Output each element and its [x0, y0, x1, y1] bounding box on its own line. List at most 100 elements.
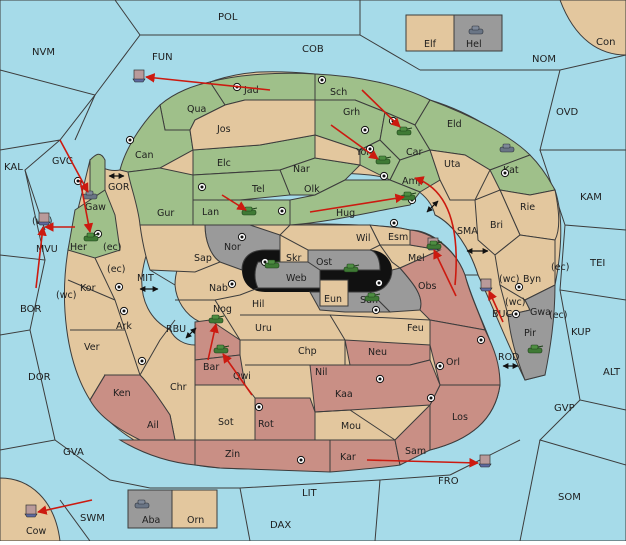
label-sam: Sam — [405, 446, 426, 457]
label-gvg: GVG — [52, 156, 73, 167]
coast-ec-her: (ec) — [103, 242, 121, 253]
label-wil: Wil — [356, 233, 370, 244]
label-hug: Hug — [336, 208, 355, 219]
region-orn[interactable] — [171, 489, 218, 529]
region-nog[interactable] — [194, 319, 241, 361]
region-gur[interactable] — [127, 167, 194, 226]
label-rot: Rot — [258, 419, 274, 430]
label-byn: Byn — [523, 274, 541, 285]
supply-center-icon — [237, 232, 247, 242]
region-web[interactable] — [254, 261, 321, 289]
label-bor: BOR — [20, 304, 42, 315]
supply-center-icon — [277, 206, 287, 216]
region-zin[interactable] — [194, 439, 331, 473]
order-arrow — [330, 124, 379, 160]
order-arrows — [35, 73, 504, 515]
region-wil[interactable] — [279, 224, 381, 251]
label-can: Can — [135, 150, 153, 161]
label-elc: Elc — [217, 158, 231, 169]
label-kaa: Kaa — [335, 389, 353, 400]
supply-center-icon — [317, 75, 327, 85]
coast-wc-gwa: (wc) — [505, 297, 525, 308]
region-gaw[interactable] — [89, 153, 106, 201]
label-elf: Elf — [424, 39, 437, 50]
label-jos: Jos — [216, 124, 231, 135]
label-nvm: NVM — [32, 47, 55, 58]
label-zin: Zin — [225, 449, 240, 460]
label-grh: Grh — [343, 107, 360, 118]
label-feu: Feu — [407, 323, 424, 334]
convoy-arrows — [108, 173, 519, 369]
label-qua: Qua — [187, 104, 206, 115]
label-chp: Chp — [298, 346, 317, 357]
land-labels: Elf Hel Jad Sch Qua Grh Jos Eld Can Yor … — [36, 39, 551, 526]
label-mou: Mou — [341, 421, 361, 432]
order-arrow — [35, 226, 47, 289]
order-arrow — [145, 73, 271, 91]
region-sam[interactable] — [394, 403, 431, 466]
order-arrow — [433, 249, 457, 297]
label-ost: Ost — [316, 257, 332, 268]
label-pir: Pir — [524, 328, 536, 339]
label-gaw: Gaw — [85, 202, 106, 213]
label-tei: TEI — [589, 258, 605, 269]
label-uta: Uta — [444, 159, 461, 170]
region-aba[interactable] — [127, 489, 173, 529]
region-sap[interactable] — [139, 224, 222, 273]
label-kam: KAM — [580, 192, 602, 203]
supply-center-icon — [379, 171, 389, 181]
label-amp: Amp — [402, 176, 424, 187]
label-con: Con — [596, 37, 615, 48]
sea-labels: POL NVM FUN COB NOM Con OVD KAL GOR KAM … — [4, 12, 621, 537]
fleet-icon[interactable] — [24, 504, 38, 518]
region-kaa[interactable] — [309, 359, 441, 413]
double-arrow-icon — [185, 327, 197, 339]
region-eun[interactable] — [319, 279, 349, 307]
label-rod: ROD — [498, 352, 519, 363]
region-hug[interactable] — [289, 179, 421, 226]
region-obs[interactable] — [399, 229, 486, 331]
fleet-icon[interactable] — [478, 454, 492, 468]
label-sap: Sap — [194, 253, 212, 264]
region-jos[interactable] — [189, 99, 316, 151]
region-her[interactable] — [67, 189, 121, 259]
supply-center-icon — [500, 168, 510, 178]
supply-center-icon — [296, 455, 306, 465]
region-ken-a[interactable] — [89, 374, 176, 441]
region-can[interactable] — [119, 103, 194, 173]
label-cow: Cow — [26, 526, 46, 537]
green-territory — [67, 72, 556, 259]
region-tel[interactable] — [192, 169, 291, 201]
region-nar[interactable] — [314, 134, 361, 166]
region-ost[interactable] — [307, 249, 381, 271]
region-neu[interactable] — [344, 339, 431, 366]
label-eld: Eld — [447, 119, 462, 130]
label-qwi: Qwi — [233, 371, 251, 382]
label-mel: Mel — [408, 253, 425, 264]
label-hil: Hil — [252, 299, 264, 310]
label-sma: SMA — [457, 226, 478, 237]
fleet-icon[interactable] — [479, 278, 493, 292]
coast-ec-byn: (ec) — [551, 262, 569, 273]
supply-center-icon — [125, 135, 135, 145]
label-nor: Nor — [224, 242, 241, 253]
label-ovd: OVD — [556, 107, 579, 118]
coast-wc-byn: (wc) — [499, 274, 519, 285]
supply-center-icon — [114, 282, 124, 292]
label-alt: ALT — [603, 367, 621, 378]
fleet-icon[interactable] — [37, 212, 51, 226]
order-arrow — [488, 290, 504, 323]
fleet-icon[interactable] — [132, 69, 146, 83]
region-pir[interactable] — [507, 284, 556, 381]
supply-center-icon — [435, 361, 445, 371]
label-ken: Ken — [113, 388, 131, 399]
label-mit: MIT — [137, 273, 154, 284]
label-mvu: MVU — [36, 244, 58, 255]
label-nil: Nil — [315, 367, 327, 378]
order-arrow — [221, 194, 247, 211]
label-uru: Uru — [255, 323, 272, 334]
label-esm: Esm — [388, 232, 408, 243]
label-web: Web — [286, 273, 307, 284]
label-eun: Eun — [324, 294, 342, 305]
label-dax: DAX — [270, 520, 291, 531]
